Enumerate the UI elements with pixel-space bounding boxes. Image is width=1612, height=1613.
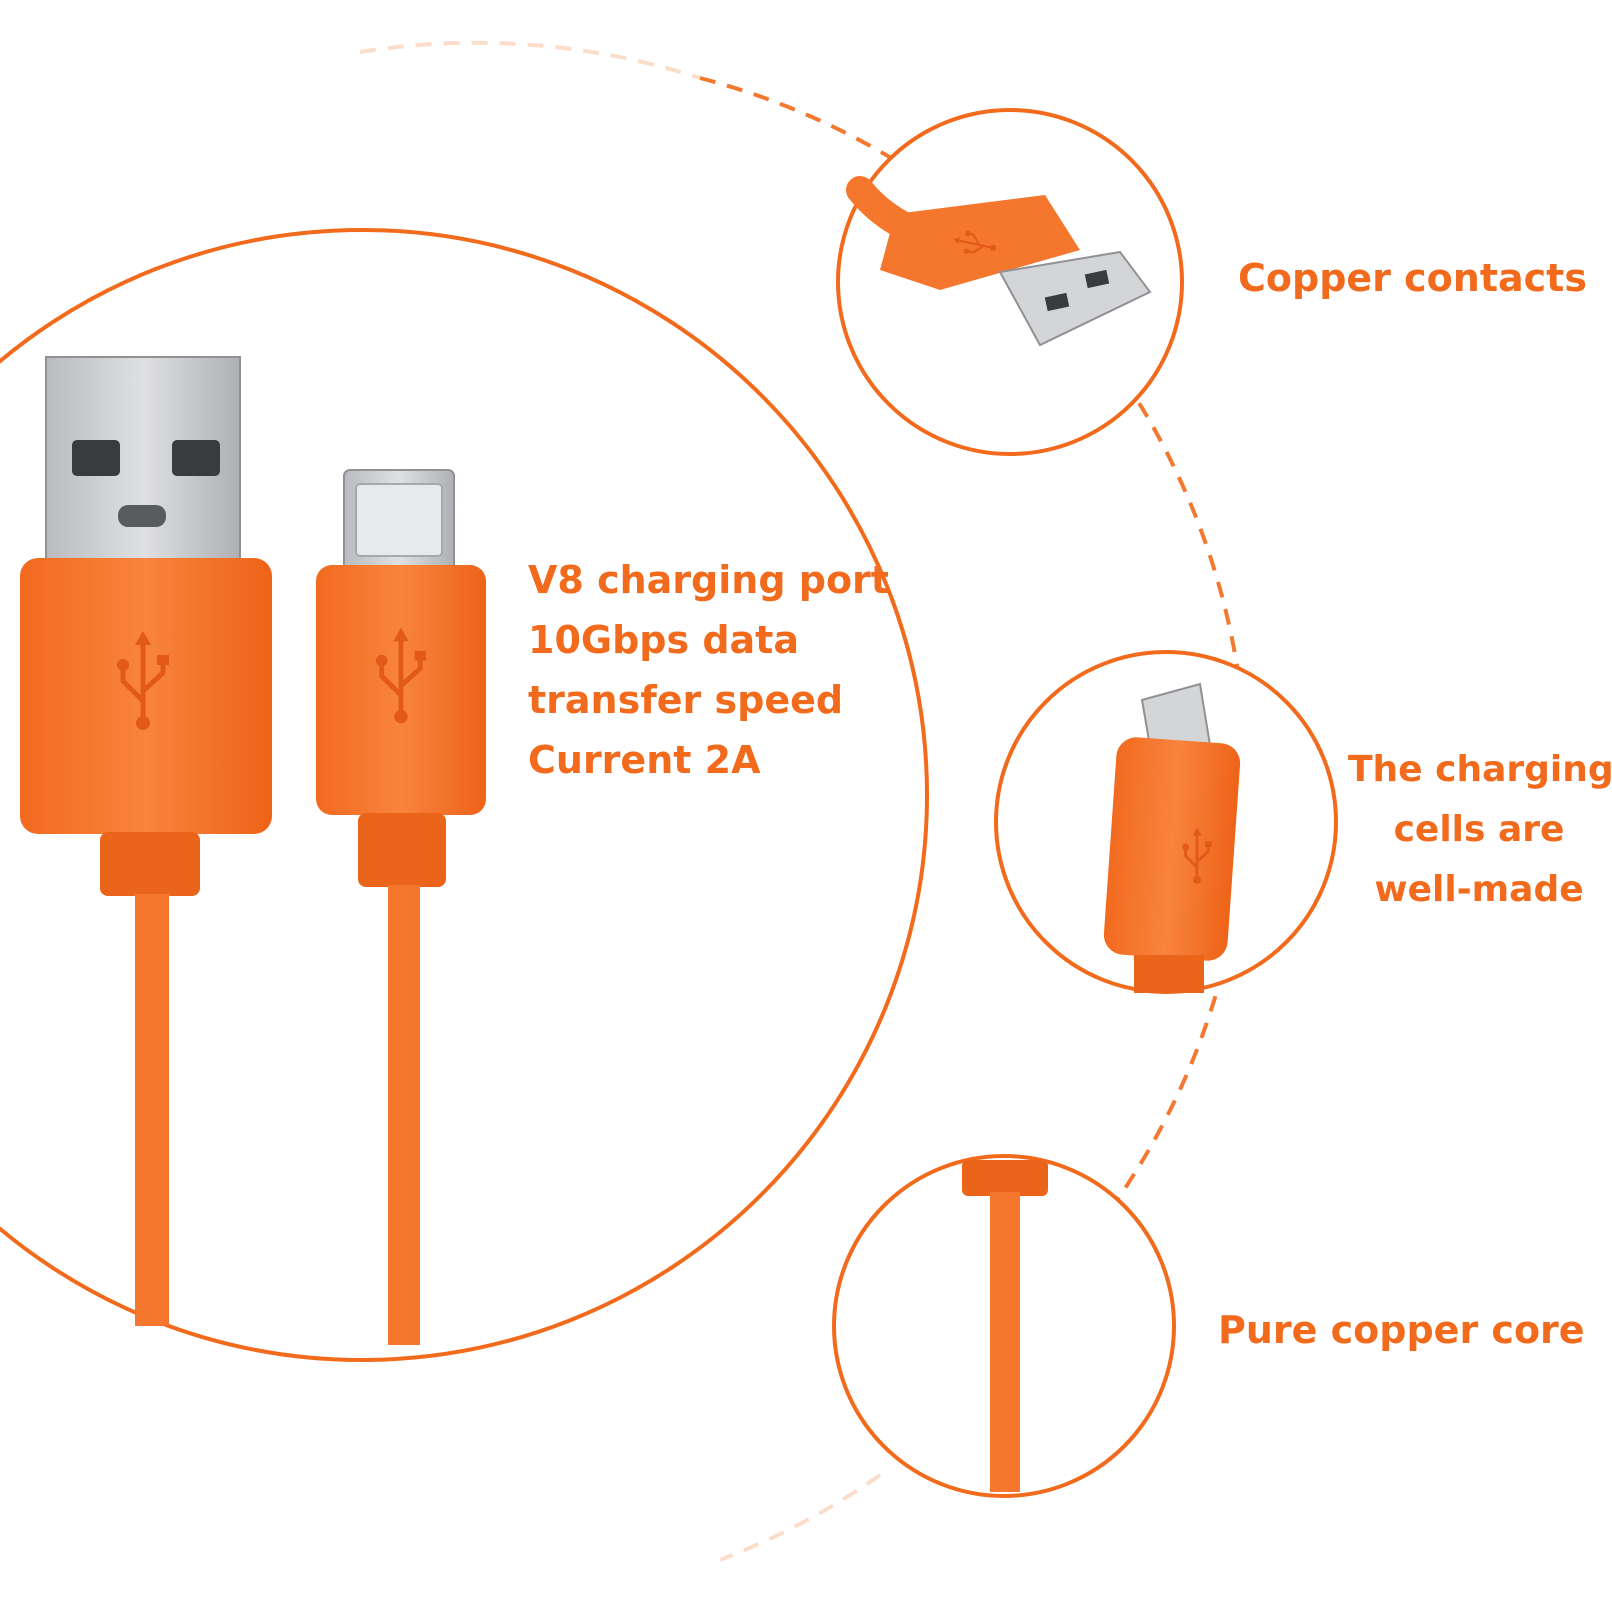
dashed-orbit-top (359, 40, 701, 80)
feature-line-port: V8 charging port (528, 558, 889, 602)
closeup-cable (832, 1154, 1176, 1498)
usb-a-connector (20, 356, 272, 1326)
main-feature-text: V8 charging port 10Gbps data transfer sp… (528, 550, 889, 790)
callout-copper-contacts: Copper contacts (1238, 248, 1587, 308)
usb-c-connector (316, 469, 486, 1345)
callout-copper-contacts-text: Copper contacts (1238, 256, 1587, 300)
callout-copper-core-text: Pure copper core (1218, 1308, 1585, 1352)
callout-charging-line-3: well-made (1374, 869, 1584, 910)
closeup-usb-a (836, 108, 1184, 456)
closeup-micro-usb (994, 650, 1338, 994)
callout-charging-line-1: The charging (1348, 749, 1612, 790)
callout-copper-core: Pure copper core (1218, 1300, 1585, 1360)
feature-line-current: Current 2A (528, 738, 761, 782)
feature-line-data: 10Gbps data (528, 618, 799, 662)
dashed-orbit (699, 76, 1249, 1212)
callout-charging-cells: The charging cells are well-made (1348, 740, 1612, 920)
feature-line-speed: transfer speed (528, 678, 844, 722)
dashed-orbit-bottom (719, 1473, 882, 1562)
main-circle (0, 228, 929, 1362)
callout-charging-line-2: cells are (1393, 809, 1565, 850)
